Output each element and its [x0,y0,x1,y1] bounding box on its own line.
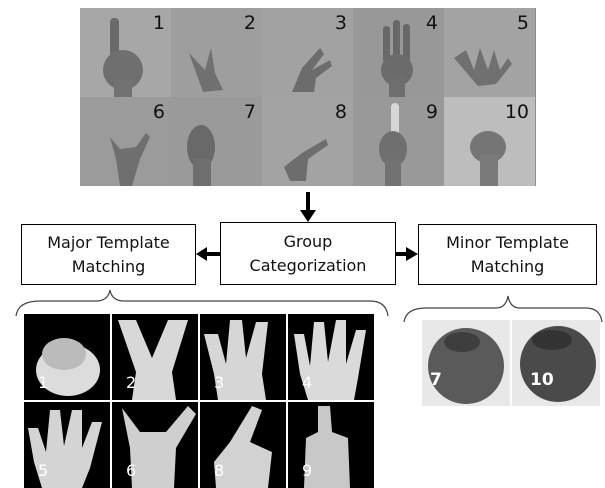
arrow-right-head [406,247,418,261]
template-label: 4 [302,373,312,392]
template-label: 1 [38,373,48,392]
minor-template: 10 [512,320,600,406]
template-label: 9 [302,461,312,480]
template-label: 7 [430,370,442,390]
minor-template: 7 [422,320,510,406]
template-label: 8 [214,461,224,480]
template-label: 2 [126,373,136,392]
major-template: 6 [112,402,198,488]
major-template: 1 [24,314,110,400]
group-categorization-box: Group Categorization [220,222,396,285]
major-template: 8 [200,402,286,488]
group-box-line1: Group [250,230,367,254]
minor-template-matching-box: Minor Template Matching [418,224,597,285]
template-label: 6 [126,461,136,480]
template-image [112,314,198,400]
template-image [200,402,286,488]
major-box-line2: Matching [47,255,170,279]
group-box-line2: Categorization [250,254,367,278]
major-template-matching-box: Major Template Matching [21,224,196,285]
major-template: 4 [288,314,374,400]
template-label: 5 [38,461,48,480]
major-template: 5 [24,402,110,488]
template-image [112,402,198,488]
arrow-left-head [196,247,207,261]
template-image [24,402,110,488]
template-image [422,320,510,406]
template-image [200,314,286,400]
template-image [288,314,374,400]
template-image [512,320,600,406]
major-template: 9 [288,402,374,488]
minor-box-line1: Minor Template [446,231,569,255]
right-brace [404,296,602,322]
template-label: 10 [530,370,554,390]
template-label: 3 [214,373,224,392]
minor-box-line2: Matching [446,255,569,279]
major-template: 3 [200,314,286,400]
template-image [24,314,110,400]
arrow-down-head [300,210,316,222]
major-box-line1: Major Template [47,231,170,255]
left-brace [16,290,388,316]
template-image [288,402,374,488]
major-template: 2 [112,314,198,400]
